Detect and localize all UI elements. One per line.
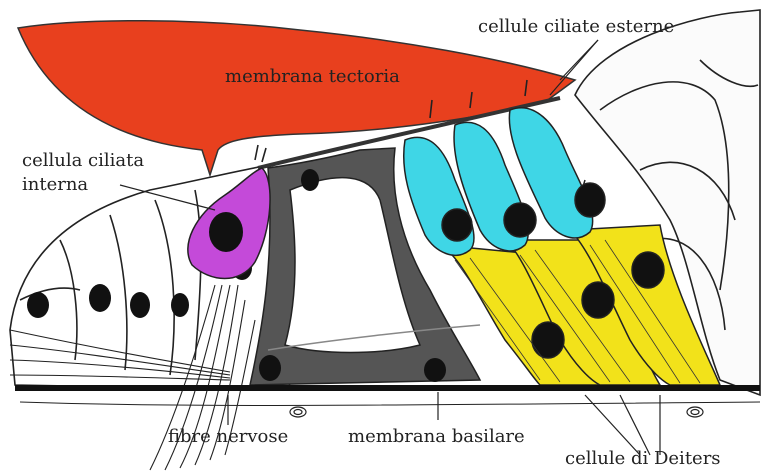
tympanic-cells	[290, 407, 703, 417]
label-outer-hair-cells: cellule ciliate esterne	[478, 16, 674, 37]
label-nerve-fibres: fibre nervose	[168, 426, 288, 447]
label-inner-hair-cell-1: cellula ciliata	[22, 150, 144, 171]
label-deiters-cells: cellule di Deiters	[565, 448, 721, 469]
label-tectorial-membrane: membrana tectoria	[225, 66, 400, 87]
label-inner-hair-cell-2: interna	[22, 174, 88, 195]
label-basilar-membrane: membrana basilare	[348, 426, 525, 447]
tympanic-layer	[20, 402, 760, 405]
